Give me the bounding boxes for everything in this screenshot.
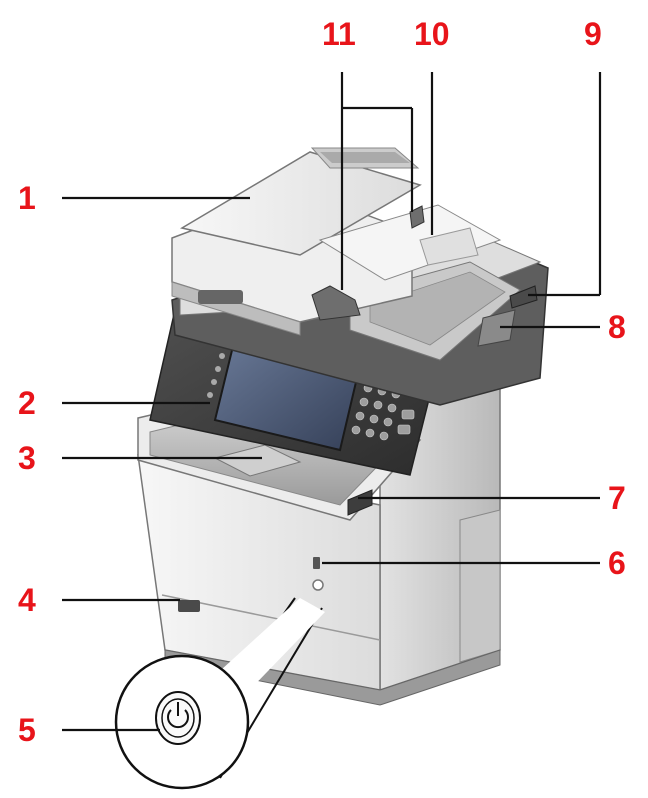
leader-lines <box>62 72 602 732</box>
power-switch-body <box>312 557 324 591</box>
power-switch-zoom <box>114 597 325 790</box>
callout-3: 3 <box>18 440 36 476</box>
callout-9: 9 <box>584 16 602 52</box>
callout-8: 8 <box>608 309 626 345</box>
original-width-guide <box>311 285 361 321</box>
callout-1: 1 <box>18 180 36 216</box>
power-icon <box>167 709 189 729</box>
callout-2: 2 <box>18 385 36 421</box>
callout-11: 11 <box>322 16 356 52</box>
document-processor <box>171 147 549 406</box>
callout-6: 6 <box>608 545 626 581</box>
usb-port <box>347 489 373 516</box>
callout-5: 5 <box>18 712 36 748</box>
callout-7: 7 <box>608 480 626 516</box>
callout-10: 10 <box>414 16 450 52</box>
callout-4: 4 <box>18 582 36 618</box>
